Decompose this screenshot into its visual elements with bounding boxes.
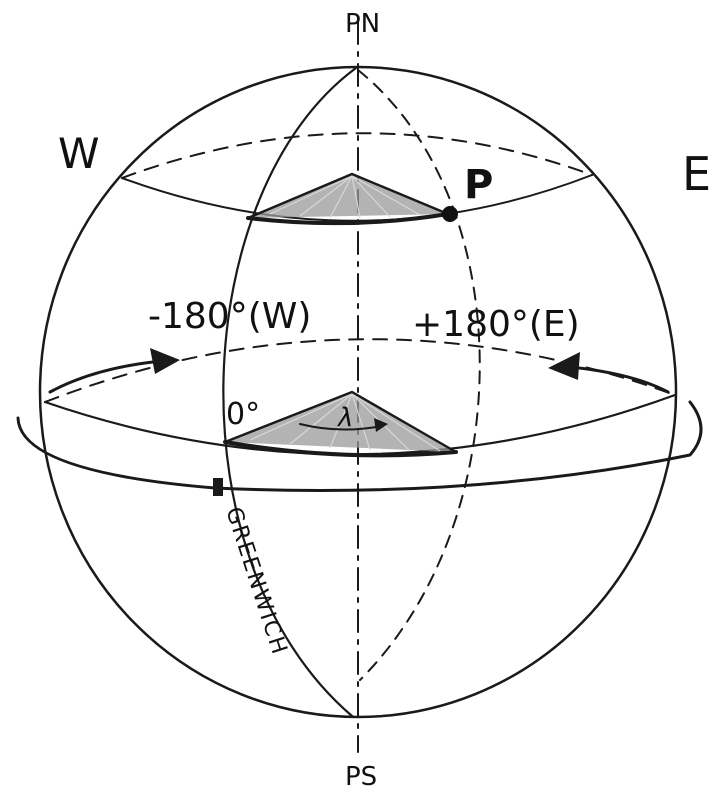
zero-meridian-label: 0° xyxy=(226,397,260,432)
greenwich-meridian xyxy=(222,66,358,718)
equator-back xyxy=(44,338,676,403)
upper-sector-hatching xyxy=(269,175,421,219)
upper-sector-edges xyxy=(246,172,450,220)
meridian-through-p xyxy=(357,69,481,681)
east-label: E xyxy=(682,147,709,201)
lambda-arrowhead xyxy=(374,418,388,432)
north-pole-label: PN xyxy=(345,9,380,39)
west-label: W xyxy=(58,129,100,178)
south-pole-label: PS xyxy=(345,762,377,792)
west-longitude-label: -180°(W) xyxy=(148,296,311,337)
equator-sector-edges xyxy=(223,390,458,454)
lambda-label: λ xyxy=(336,403,353,433)
greenwich-marker xyxy=(213,478,223,496)
rotation-arrow-left xyxy=(150,348,180,374)
rotation-band-front xyxy=(16,400,703,493)
upper-sector-arc xyxy=(246,212,450,226)
east-longitude-label: +180°(E) xyxy=(412,304,580,345)
greenwich-label: GREENWICH xyxy=(220,504,292,659)
point-p-dot xyxy=(442,206,458,222)
upper-shaded-sector xyxy=(248,174,448,218)
point-p-label: P xyxy=(464,162,493,208)
upper-parallel-back xyxy=(121,132,593,179)
equator-sector-arc xyxy=(223,440,458,458)
rotation-arrow-right xyxy=(548,352,580,380)
lambda-angle-arrow xyxy=(299,423,383,431)
